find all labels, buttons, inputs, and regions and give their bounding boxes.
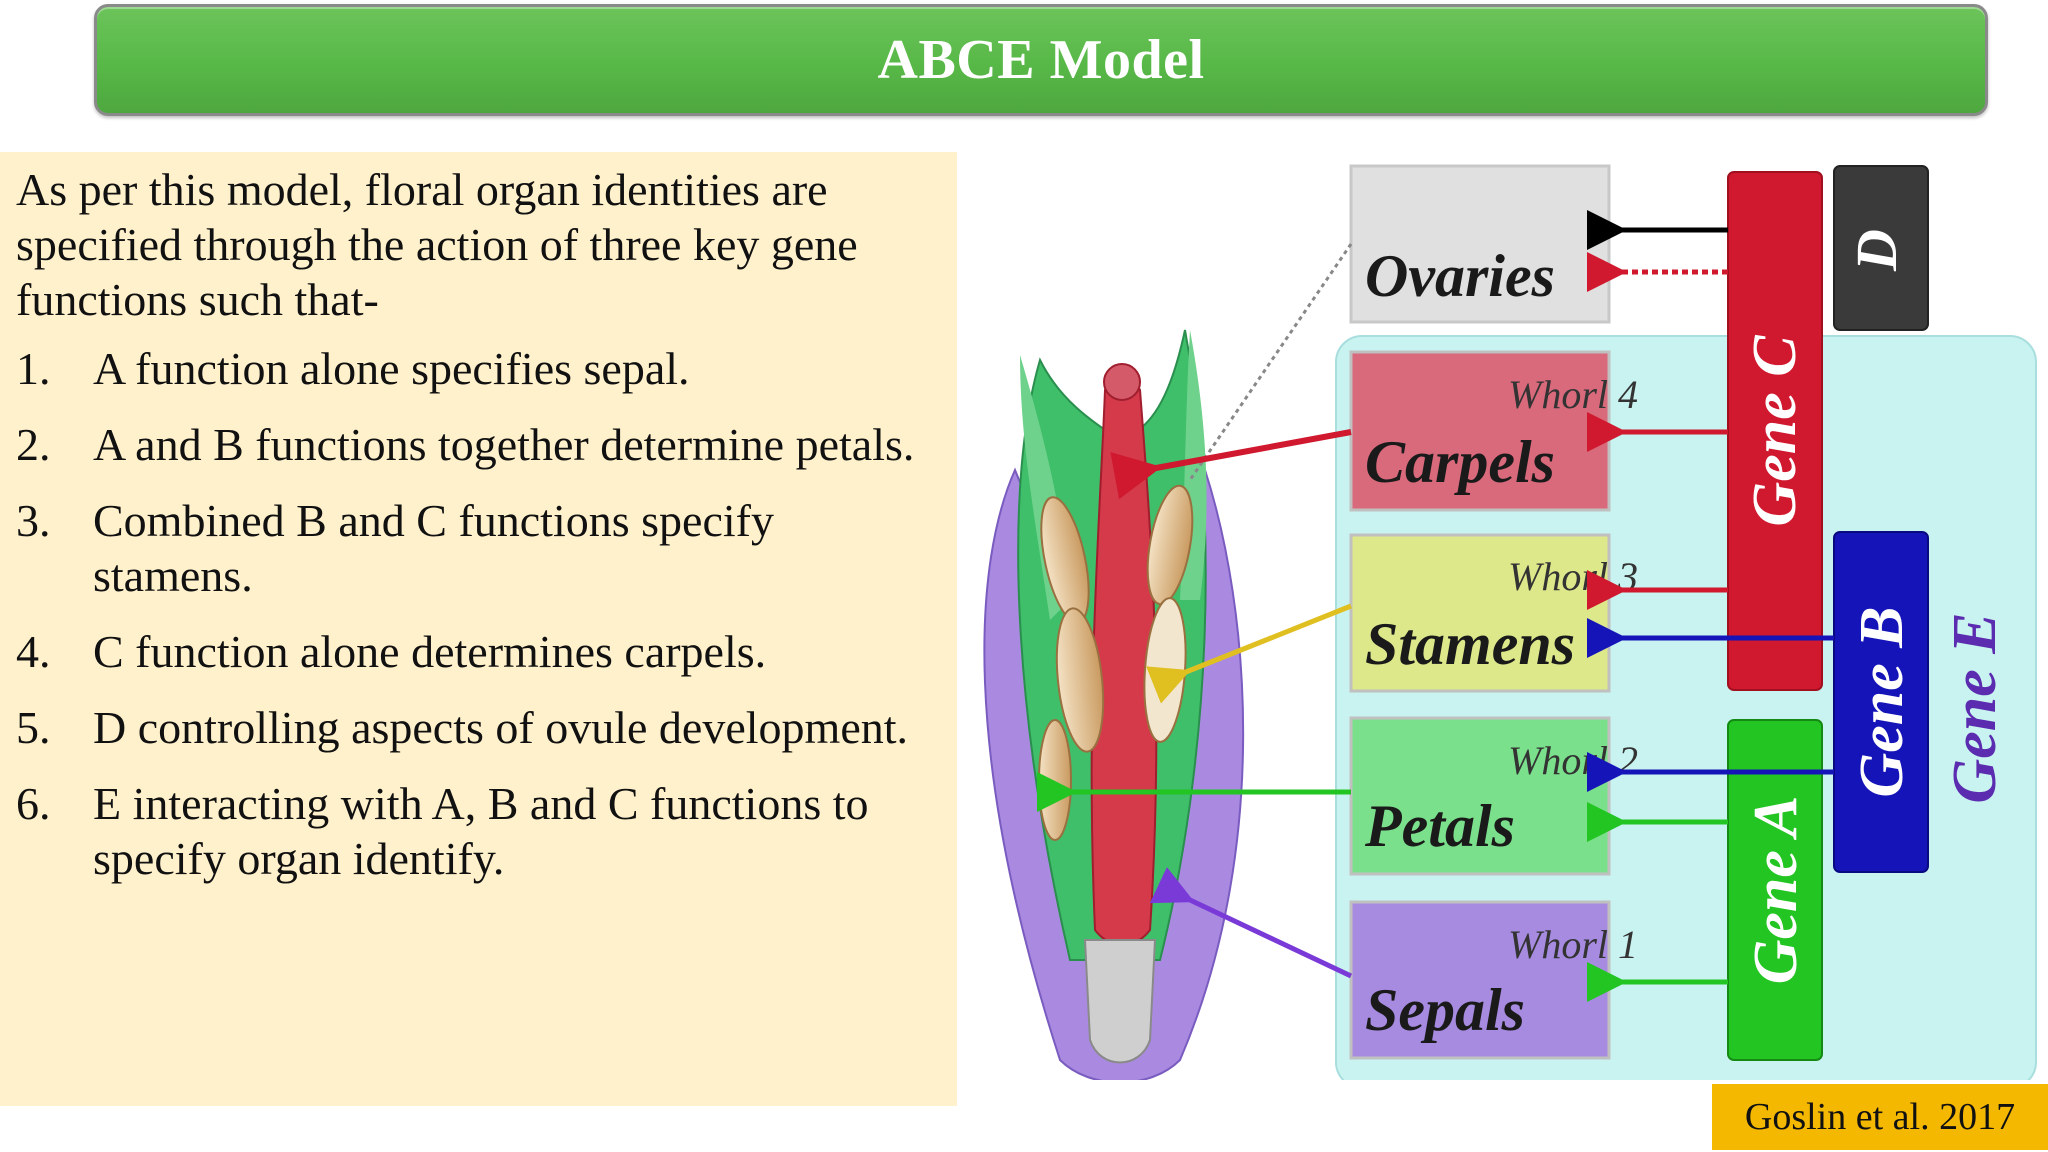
list-text: E interacting with A, B and C functions … [93, 778, 869, 884]
organ-box-sepals: Whorl 1 Sepals [1349, 900, 1638, 1060]
organ-label: Stamens [1365, 611, 1575, 677]
list-text: Combined B and C functions specify stame… [93, 495, 774, 601]
list-item: 4. C function alone determines carpels. [16, 624, 941, 679]
gene-label: Gene B [1848, 606, 1916, 797]
citation-badge: Goslin et al. 2017 [1712, 1084, 2048, 1150]
gene-bar-b: Gene B [1833, 531, 1929, 873]
organ-box-ovaries: Ovaries [1349, 164, 1611, 324]
organ-box-stamens: Whorl 3 Stamens [1349, 533, 1638, 693]
list-item: 2. A and B functions together determine p… [16, 417, 941, 472]
gene-e-region [1335, 335, 2037, 1080]
whorl-label: Whorl 1 [1508, 922, 1638, 967]
flower-illustration [983, 329, 1245, 1080]
list-item: 1. A function alone specifies sepal. [16, 341, 941, 396]
gene-label: Gene A [1742, 796, 1810, 985]
gene-label: Gene C [1741, 335, 1809, 527]
organ-pointer-arrows [1037, 243, 1353, 979]
organ-label: Carpels [1365, 429, 1555, 495]
organ-box-petals: Whorl 2 Petals [1349, 716, 1638, 876]
list-number: 5. [16, 702, 51, 753]
intro-text: As per this model, floral organ identiti… [16, 164, 858, 325]
list-item: 5. D controlling aspects of ovule develop… [16, 700, 941, 755]
list-number: 3. [16, 495, 51, 546]
whorl-label: Whorl 3 [1508, 554, 1638, 599]
list-item: 6. E interacting with A, B and C function… [16, 776, 941, 886]
gene-bar-d: D [1833, 165, 1929, 331]
gene-bar-c: Gene C [1727, 171, 1823, 691]
gene-e-label: Gene E [1941, 612, 2009, 803]
list-number: 1. [16, 343, 51, 394]
gene-arrows [1587, 210, 1834, 1002]
text-panel: As per this model, floral organ identiti… [0, 152, 957, 1106]
list-number: 4. [16, 626, 51, 677]
abce-diagram: Ovaries Whorl 4 Carpels Whorl 3 Stamens … [983, 164, 2037, 1080]
whorl-label: Whorl 2 [1508, 738, 1638, 783]
slide-title: ABCE Model [877, 29, 1205, 91]
gene-bar-a: Gene A [1727, 719, 1823, 1061]
point-list: 1. A function alone specifies sepal. 2. A … [16, 341, 941, 886]
whorl-label: Whorl 4 [1508, 372, 1638, 417]
list-number: 6. [16, 778, 51, 829]
list-text: C function alone determines carpels. [93, 626, 767, 677]
list-text: D controlling aspects of ovule developme… [93, 702, 909, 753]
list-text: A function alone specifies sepal. [93, 343, 690, 394]
organ-label: Ovaries [1365, 243, 1555, 309]
list-text: A and B functions together determine pet… [93, 419, 915, 470]
title-banner: ABCE Model [94, 4, 1988, 116]
gene-label: D [1844, 229, 1909, 272]
organ-box-carpels: Whorl 4 Carpels [1349, 350, 1638, 512]
list-item: 3. Combined B and C functions specify sta… [16, 493, 941, 603]
list-number: 2. [16, 419, 51, 470]
organ-label: Petals [1364, 793, 1515, 859]
organ-label: Sepals [1365, 977, 1525, 1043]
